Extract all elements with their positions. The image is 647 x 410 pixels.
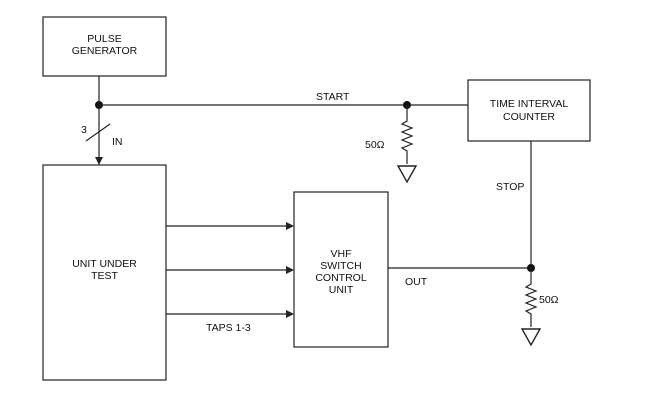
out-termination-resistor [524, 268, 538, 327]
svg-text:UNIT: UNIT [329, 284, 354, 296]
vhf-label-line2: SWITCH [320, 260, 361, 272]
start-label: START [316, 91, 350, 103]
time-interval-counter-block: TIME INTERVAL COUNTER [467, 79, 591, 142]
time-interval-counter-label-line2: COUNTER [503, 111, 555, 123]
start-resistor-value: 50Ω [365, 139, 385, 151]
svg-text:VHF: VHF [331, 248, 352, 260]
taps-label: TAPS 1-3 [206, 322, 251, 334]
out-resistor-value: 50Ω [539, 294, 559, 306]
svg-text:PULSE: PULSE [87, 33, 121, 45]
svg-text:SWITCH: SWITCH [320, 260, 361, 272]
time-interval-counter-label-line1: TIME INTERVAL [490, 98, 569, 110]
vhf-label-line3: CONTROL [315, 272, 366, 284]
in-label: IN [112, 136, 123, 148]
svg-text:GENERATOR: GENERATOR [72, 45, 138, 57]
vhf-label-line4: UNIT [329, 284, 354, 296]
unit-under-test-label-line2: TEST [91, 270, 118, 282]
svg-text:COUNTER: COUNTER [503, 111, 555, 123]
vhf-label-line1: VHF [331, 248, 352, 260]
start-termination-resistor [400, 105, 414, 164]
bus-slash [85, 123, 111, 142]
vhf-switch-control-unit-block: VHF SWITCH CONTROL UNIT [293, 191, 389, 348]
stop-label: STOP [496, 181, 524, 193]
unit-under-test-label-line1: UNIT UNDER [72, 258, 137, 270]
unit-under-test-block: UNIT UNDER TEST [42, 164, 167, 381]
svg-text:UNIT UNDER: UNIT UNDER [72, 258, 137, 270]
out-ground-icon [520, 328, 542, 347]
start-ground-icon [396, 165, 418, 184]
svg-text:TEST: TEST [91, 270, 118, 282]
bus-width-label: 3 [81, 124, 87, 136]
out-label: OUT [405, 276, 428, 288]
svg-text:CONTROL: CONTROL [315, 272, 366, 284]
pulse-generator-block: PULSE GENERATOR [42, 16, 167, 77]
pulse-generator-label-line2: GENERATOR [72, 45, 138, 57]
pulse-generator-label-line1: PULSE [87, 33, 121, 45]
svg-text:TIME INTERVAL: TIME INTERVAL [490, 98, 569, 110]
